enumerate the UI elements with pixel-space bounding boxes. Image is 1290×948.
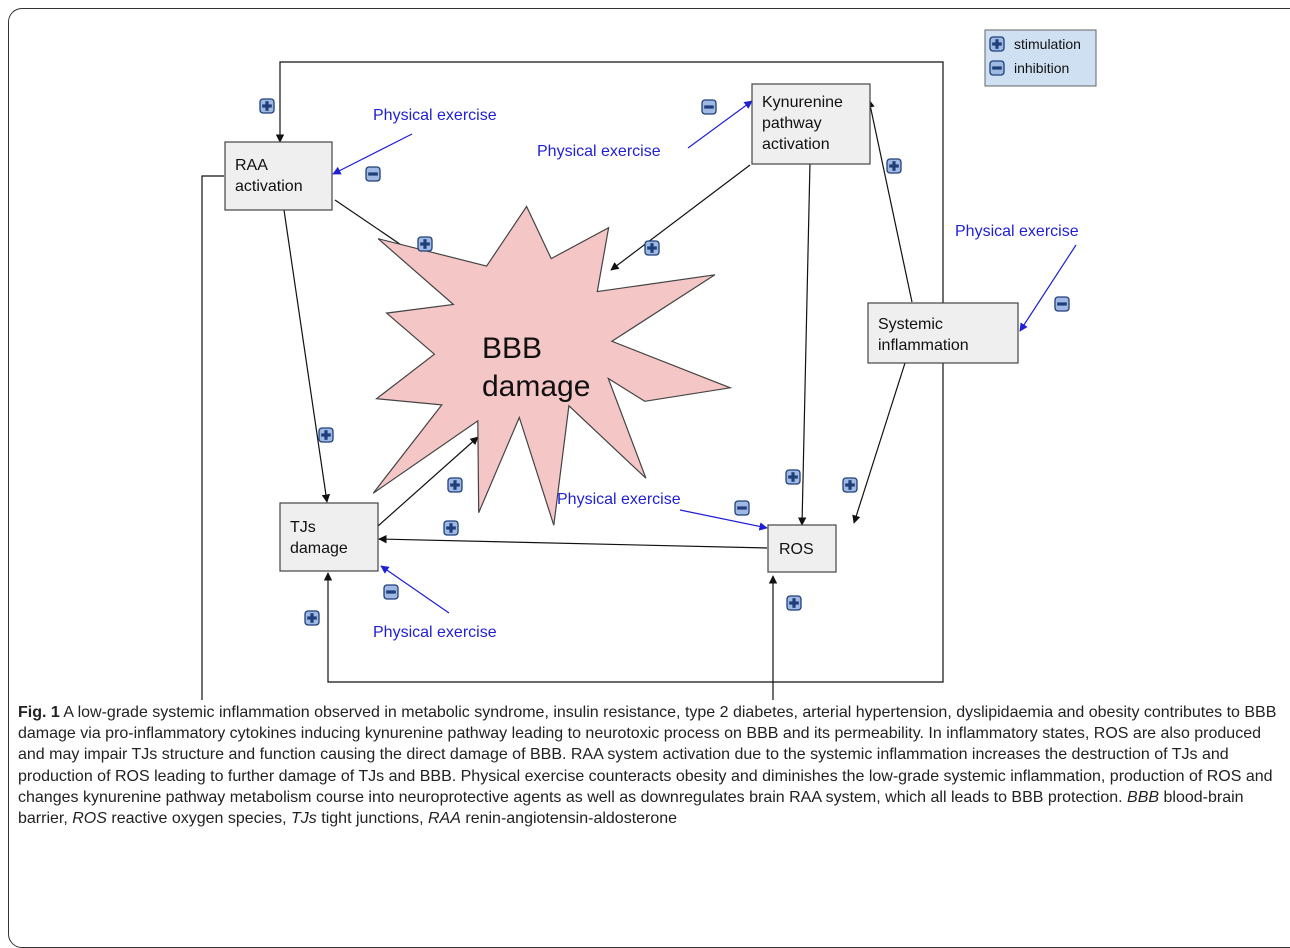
plus-icon (304, 610, 320, 626)
raa-activation-node: RAA activation (224, 141, 333, 211)
exercise-label-ros: Physical exercise (557, 491, 681, 508)
minus-icon (383, 584, 399, 600)
plus-icon (886, 158, 902, 174)
legend-plus-icon (989, 36, 1005, 52)
exercise-label-kynurenine: Physical exercise (537, 143, 661, 160)
tjs-damage-node: TJs damage (279, 502, 379, 572)
plus-icon (259, 98, 275, 114)
abbr-ros: ROS (72, 810, 107, 828)
abbr-tjs: TJs (291, 810, 317, 828)
figure-caption: Fig. 1 A low-grade systemic inflammation… (18, 704, 1277, 828)
raa-activation-label: RAA activation (235, 157, 303, 195)
abbr-raa: RAA (428, 810, 461, 828)
minus-icon (365, 166, 381, 182)
minus-icon (701, 99, 717, 115)
bbb-damage-label: BBB damage (482, 332, 590, 403)
legend-stimulation-label: stimulation (1014, 36, 1081, 52)
abbr-bbb: BBB (1127, 788, 1160, 806)
exercise-label-raa: Physical exercise (373, 107, 497, 124)
legend-inhibition-label: inhibition (1014, 60, 1069, 76)
plus-icon (447, 477, 463, 493)
ros-label: ROS (779, 541, 814, 558)
plus-icon (785, 469, 801, 485)
legend-minus-icon (989, 60, 1005, 76)
abbr-bbb-def: blood-brain barrier (18, 788, 1244, 828)
plus-icon (443, 520, 459, 536)
legend: stimulation inhibition (984, 29, 1097, 87)
abbr-raa-def: renin-angiotensin-aldosterone (465, 810, 678, 828)
kynurenine-label: Kynurenine pathway activation (762, 94, 847, 153)
systemic-inflammation-label: Systemic inflammation (878, 316, 969, 354)
tjs-damage-label: TJs damage (290, 519, 348, 557)
plus-icon (644, 240, 660, 256)
exercise-labels: Physical exercise Physical exercise Phys… (373, 107, 1079, 641)
plus-icon (842, 477, 858, 493)
kynurenine-node: Kynurenine pathway activation (751, 83, 871, 165)
bbb-diagram: stimulation inhibition BBB damage (201, 29, 1097, 700)
abbr-tjs-def: tight junctions (321, 810, 420, 828)
exercise-arrows (332, 100, 1077, 614)
plus-icon (786, 595, 802, 611)
exercise-label-tjs: Physical exercise (373, 624, 497, 641)
bbb-damage-burst: BBB damage (372, 205, 733, 526)
abbr-ros-def: reactive oxygen species (111, 810, 283, 828)
figure-number: Fig. 1 (18, 704, 60, 721)
plus-icon (417, 236, 433, 252)
exercise-label-systemic: Physical exercise (955, 223, 1079, 240)
systemic-inflammation-node: Systemic inflammation (867, 302, 1019, 364)
minus-icon (1054, 296, 1070, 312)
caption-text: A low-grade systemic inflammation observ… (18, 704, 1277, 806)
plus-icon (318, 427, 334, 443)
ros-node: ROS (767, 524, 837, 573)
minus-icon (734, 500, 750, 516)
